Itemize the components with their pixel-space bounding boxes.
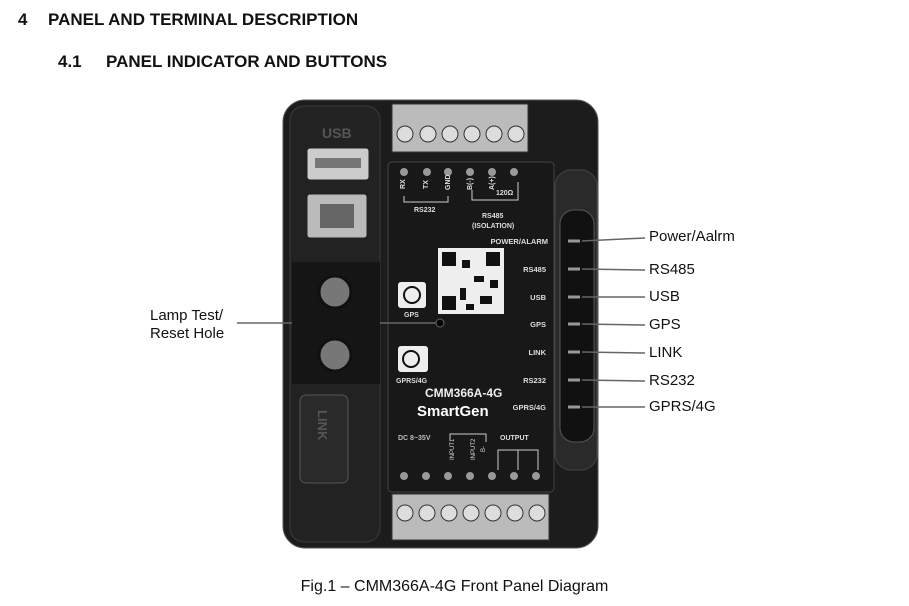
callout-rs232: RS232 [649, 372, 695, 389]
reset-hole [435, 318, 445, 328]
sim-button [317, 274, 353, 310]
gps-icon [398, 282, 426, 308]
device-top_terminals-group2_sub-text: (ISOLATION) [472, 223, 514, 230]
device-led_labels-4-text: LINK [529, 348, 547, 357]
callout-usb: USB [649, 288, 680, 305]
device-top_terminals-pins-4-text: A(+) [489, 176, 496, 190]
device-led_labels-3-text: GPS [530, 320, 546, 329]
lamp-test-label-line1: Lamp Test/ [150, 307, 224, 324]
device-led_labels-0-text: POWER/ALARM [491, 237, 549, 246]
subsection-number: 4.1 [58, 52, 82, 71]
device-link_label-text: LINK [315, 410, 330, 441]
device-top_terminals-pins-2-text: GND [445, 174, 452, 190]
front-panel [387, 161, 555, 493]
callout-gprs-4g: GPRS/4G [649, 398, 716, 415]
top-terminal-block [391, 103, 529, 153]
device-bottom_terminals-output-text: OUTPUT [500, 435, 530, 442]
figure-caption: Fig.1 – CMM366A-4G Front Panel Diagram [300, 578, 609, 595]
device-usb_label-text: USB [322, 125, 352, 141]
callout-gps: GPS [649, 316, 681, 333]
device-gps_icon_label-text: GPS [404, 312, 419, 319]
device-led_labels-1-text: RS485 [523, 265, 546, 274]
device-led_labels-6-text: GPRS/4G [513, 403, 547, 412]
device-top_terminals-pins-5-text: 120Ω [496, 190, 514, 197]
lamp-test-label-line2: Reset Hole [150, 325, 225, 342]
device-top_terminals-group2-text: RS485 [482, 213, 504, 220]
device-led_labels-2-text: USB [530, 293, 546, 302]
callout-rs485: RS485 [649, 261, 695, 278]
device-brand-text: SmartGen [417, 403, 489, 420]
antenna-connector [317, 337, 353, 373]
device-bottom_terminals-pins-1-text: INPUT2 [471, 438, 477, 460]
device-top_terminals-group1-text: RS232 [414, 207, 436, 214]
section-number: 4 [18, 10, 28, 29]
device-top_terminals-pins-0-text: RX [400, 179, 407, 189]
subsection-title: PANEL INDICATOR AND BUTTONS [106, 52, 388, 71]
device-bottom_terminals-pins-2-text: B- [481, 446, 487, 452]
device-top_terminals-pins-3-text: B(-) [467, 178, 474, 190]
device-gprs_icon_label-text: GPRS/4G [396, 378, 428, 385]
link-port [299, 394, 349, 484]
device-bottom_terminals-pins-0-text: INPUT1 [450, 438, 456, 460]
device-led_labels-5-text: RS232 [523, 376, 546, 385]
device-model-text: CMM366A-4G [425, 386, 502, 400]
callout-link: LINK [649, 344, 683, 361]
device-bottom_terminals-power-text: DC 8~35V [398, 435, 431, 442]
callout-power-alarm: Power/Aalrm [649, 228, 735, 245]
device-top_terminals-pins-1-text: TX [423, 180, 430, 189]
section-title: PANEL AND TERMINAL DESCRIPTION [48, 10, 359, 29]
